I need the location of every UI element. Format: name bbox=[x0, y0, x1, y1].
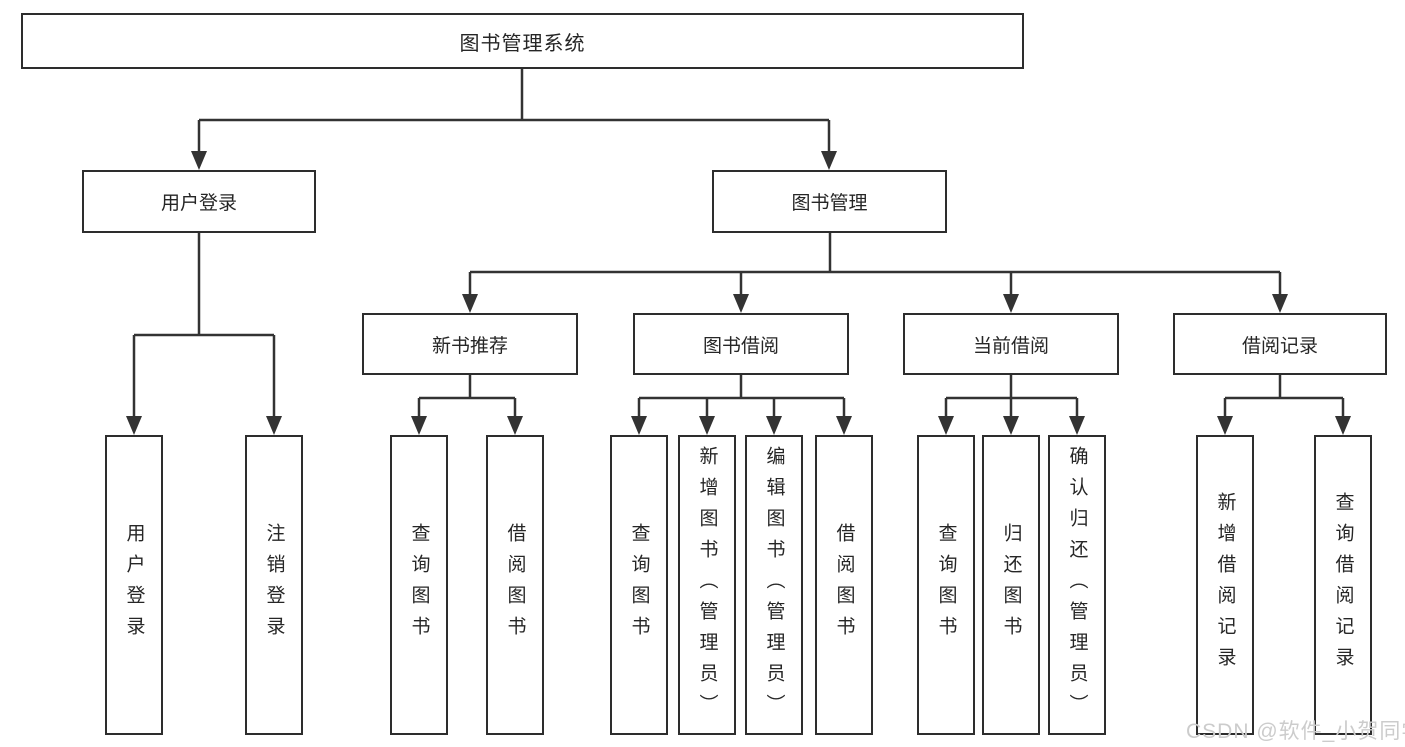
node-current-borrowing: 当前借阅 bbox=[903, 313, 1119, 375]
leaf-edit-book-admin: 编辑图书（管理员） bbox=[745, 435, 803, 735]
leaf-add-book-admin: 新增图书（管理员） bbox=[678, 435, 736, 735]
leaf-query-borrow-record: 查询借阅记录 bbox=[1314, 435, 1372, 735]
leaf-add-borrow-record: 新增借阅记录 bbox=[1196, 435, 1254, 735]
leaf-query-books-current: 查询图书 bbox=[917, 435, 975, 735]
leaf-logout: 注销登录 bbox=[245, 435, 303, 735]
leaf-borrow-books-borrowing: 借阅图书 bbox=[815, 435, 873, 735]
leaf-query-books-recommend: 查询图书 bbox=[390, 435, 448, 735]
leaf-return-books: 归还图书 bbox=[982, 435, 1040, 735]
arrowhead-icons bbox=[126, 151, 1351, 435]
node-book-management: 图书管理 bbox=[712, 170, 947, 233]
leaf-query-books-borrowing: 查询图书 bbox=[610, 435, 668, 735]
watermark: CSDN @软件_小贺同学 bbox=[1186, 720, 1405, 743]
node-book-borrowing: 图书借阅 bbox=[633, 313, 849, 375]
node-user-login: 用户登录 bbox=[82, 170, 316, 233]
node-library-system: 图书管理系统 bbox=[21, 13, 1024, 69]
leaf-borrow-books-recommend: 借阅图书 bbox=[486, 435, 544, 735]
leaf-user-login: 用户登录 bbox=[105, 435, 163, 735]
node-borrowing-records: 借阅记录 bbox=[1173, 313, 1387, 375]
leaf-confirm-return-admin: 确认归还（管理员） bbox=[1048, 435, 1106, 735]
node-new-book-recommend: 新书推荐 bbox=[362, 313, 578, 375]
